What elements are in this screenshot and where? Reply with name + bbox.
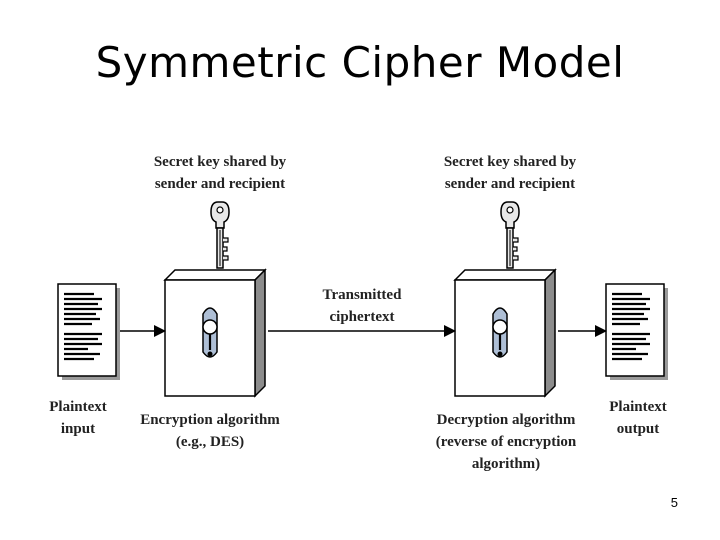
encryption-key-label: Secret key shared by sender and recipien… — [153, 154, 287, 192]
plaintext-input-document-icon — [56, 282, 122, 382]
encryption-lock-box-icon — [163, 268, 267, 398]
transmitted-ciphertext-label: Transmitted ciphertext — [322, 287, 402, 325]
encryption-algorithm-label: Encryption algorithm (e.g., DES) — [140, 412, 280, 450]
decryption-lock-box-icon — [453, 268, 557, 398]
slide-title: Symmetric Cipher Model — [95, 38, 625, 87]
decryption-algorithm-label: Decryption algorithm (reverse of encrypt… — [435, 412, 577, 472]
plaintext-input-label: Plaintext input — [49, 399, 107, 437]
plaintext-output-document-icon — [604, 282, 670, 382]
plaintext-output-label: Plaintext output — [609, 399, 667, 437]
encryption-key-icon — [210, 201, 230, 269]
decryption-key-icon — [500, 201, 520, 269]
page-number: 5 — [670, 495, 678, 510]
decryption-key-label: Secret key shared by sender and recipien… — [443, 154, 577, 192]
